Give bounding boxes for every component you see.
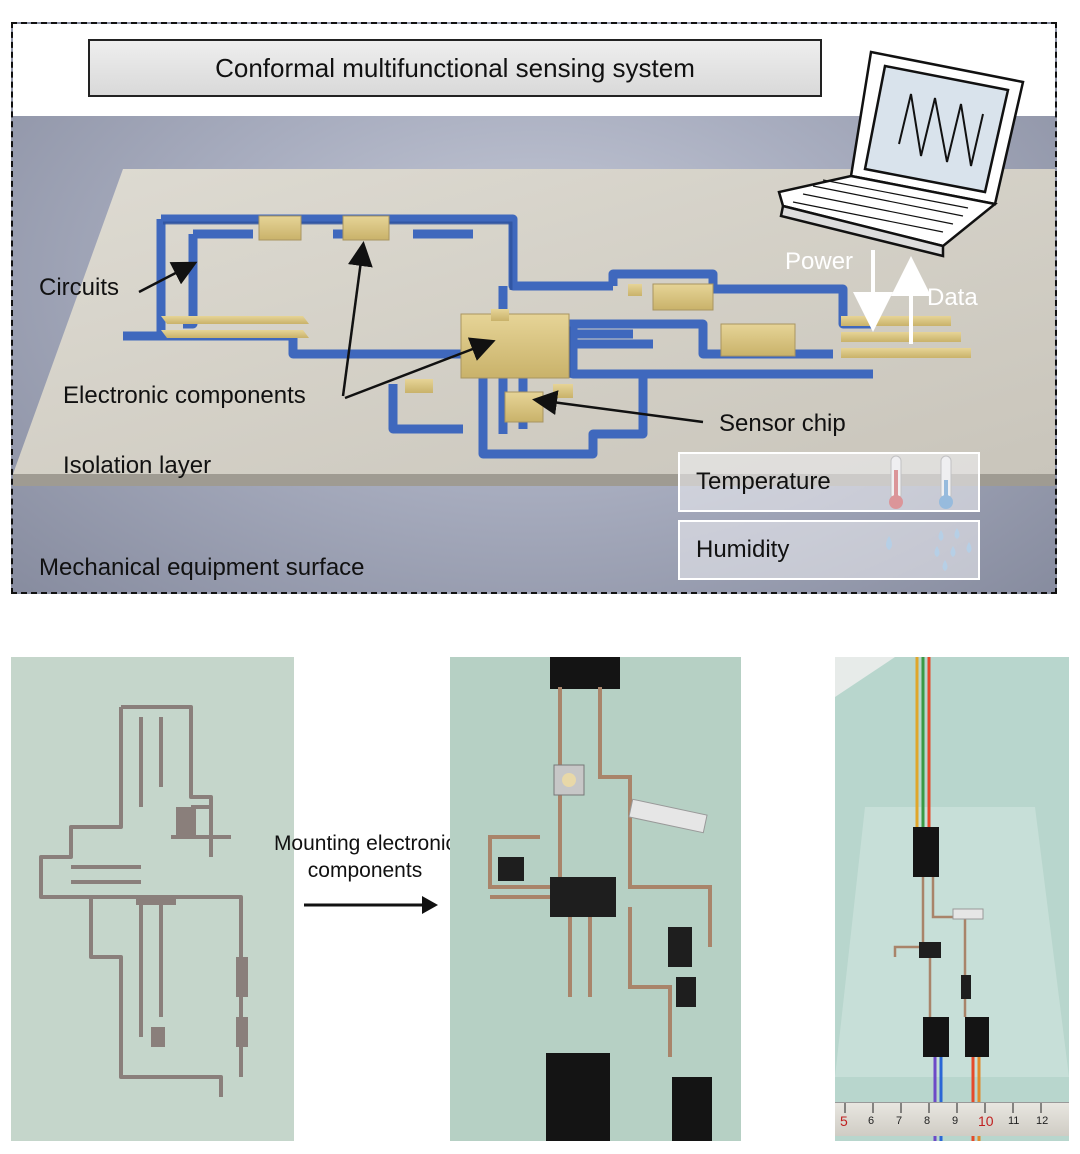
diagram-title: Conformal multifunctional sensing system (88, 39, 822, 97)
label-circuits: Circuits (39, 274, 120, 301)
ruler-tick-6: 6 (868, 1115, 875, 1127)
sensing-system-diagram: Conformal multifunctional sensing system… (11, 22, 1057, 594)
ruler-tick-9: 9 (952, 1115, 959, 1127)
process-arrow-icon (304, 896, 438, 914)
label-electronic-components: Electronic components (63, 382, 306, 409)
power-data-arrows (853, 250, 931, 344)
right-connector-pins (841, 316, 971, 358)
ruler-tick-12: 12 (1036, 1115, 1049, 1127)
process-label: Mounting electronic components (273, 832, 457, 882)
label-arrows (138, 241, 704, 424)
ruler-tick-7: 7 (896, 1115, 903, 1127)
label-sensor-chip: Sensor chip (719, 410, 846, 437)
label-power: Power (785, 248, 854, 275)
photo-bare-circuit (11, 657, 294, 1141)
legend-humidity: Humidity (678, 520, 980, 580)
label-isolation-layer: Isolation layer (63, 452, 212, 479)
left-connector-pins (161, 316, 309, 338)
legend-temperature-label: Temperature (696, 468, 831, 495)
label-data: Data (927, 284, 978, 311)
circuit-illustration (13, 50, 1055, 571)
legend-humidity-label: Humidity (696, 536, 790, 563)
laptop-icon (777, 50, 1025, 258)
label-surface: Mechanical equipment surface (39, 554, 365, 581)
sensor-chip (504, 391, 544, 423)
photo-mounted-circuit (450, 657, 741, 1141)
ruler: 5 6 7 8 9 10 11 12 (835, 1102, 1069, 1136)
ruler-tick-5: 5 (840, 1113, 848, 1129)
ruler-tick-8: 8 (924, 1115, 931, 1127)
legend-temperature: Temperature (678, 452, 980, 512)
ruler-tick-10: 10 (978, 1113, 994, 1129)
microcontroller-chip (550, 877, 616, 917)
photo-conformal-mount (835, 657, 1069, 1141)
ruler-tick-11: 11 (1008, 1115, 1020, 1127)
